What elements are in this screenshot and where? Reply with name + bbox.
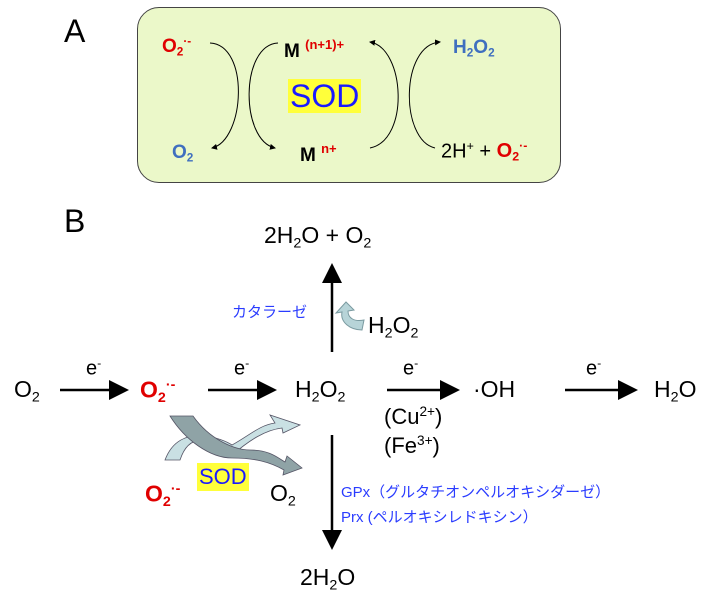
panel-a-curves — [209, 39, 441, 150]
b-sod-product: O2 — [270, 480, 296, 510]
curve-o2-out — [209, 42, 239, 150]
electron-label-1: e- — [86, 356, 102, 380]
sod-swap-arrows-icon — [164, 414, 303, 476]
curve-m-oxidize — [369, 39, 399, 149]
curve-h2o2-out — [408, 39, 441, 149]
b-top-product: 2H2O + O2 — [264, 222, 372, 252]
electron-label-2: e- — [234, 356, 250, 380]
a-sod-label: SOD — [288, 78, 362, 114]
a-metal-reduced: M n+ — [300, 141, 337, 166]
b-water: H2O — [654, 376, 697, 406]
b-h2o2: H2O2 — [295, 376, 346, 406]
b-bottom-product: 2H2O — [300, 564, 356, 594]
iron-catalyst: (Fe3+) — [384, 433, 440, 459]
prx-label: Prx (ペルオキシレドキシン） — [341, 509, 538, 526]
catalase-substrate: H2O2 — [368, 312, 419, 342]
b-superoxide: O2·- — [140, 376, 176, 406]
a-metal-oxidized: M (n+1)+ — [284, 37, 345, 62]
a-o2-out: O2 — [172, 142, 194, 165]
catalase-label: カタラーゼ — [232, 304, 308, 321]
a-superoxide-in: O2·- — [162, 35, 192, 59]
b-hydroxyl-radical: ·OH — [473, 376, 516, 402]
b-o2: O2 — [14, 376, 40, 406]
b-sod-label: SOD — [197, 463, 249, 491]
b-sod-substrate: O2·- — [145, 480, 181, 510]
panel-a-label: A — [64, 13, 86, 49]
a-h2o2: H2O2 — [453, 37, 495, 60]
electron-label-3: e- — [403, 356, 419, 380]
gpx-label: GPx（グルタチオンペルオキシダーゼ） — [341, 484, 611, 501]
curve-m-reduce — [248, 42, 279, 150]
catalase-curved-arrow-icon — [334, 301, 365, 331]
electron-label-4: e- — [586, 356, 602, 380]
a-protons-superoxide: 2H+ + O2·- — [441, 139, 528, 165]
panel-b-label: B — [64, 203, 86, 239]
copper-catalyst: (Cu2+) — [384, 404, 443, 430]
